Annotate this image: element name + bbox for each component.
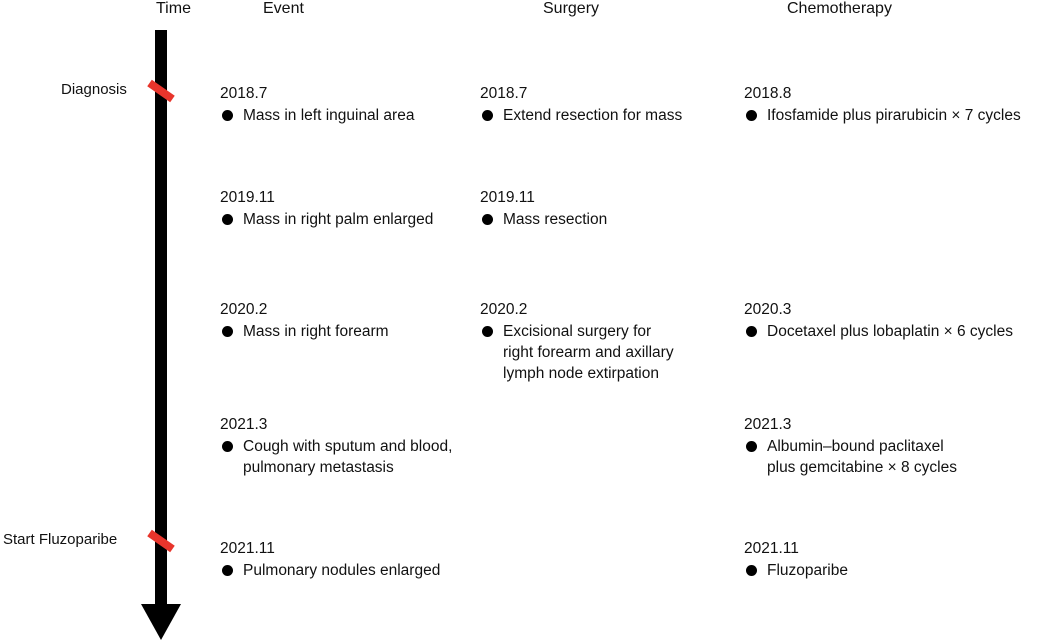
event-date: 2018.7 xyxy=(220,85,268,102)
bullet-icon xyxy=(222,326,233,337)
chemotherapy-entry: 2020.3 Docetaxel plus lobaplatin × 6 cyc… xyxy=(744,299,1013,342)
bullet-icon xyxy=(746,441,757,452)
event-text: Cough with sputum and blood,pulmonary me… xyxy=(243,438,453,476)
timeline-axis xyxy=(155,30,167,608)
header-surgery: Surgery xyxy=(543,0,600,17)
surgery-entry: 2019.11 Mass resection xyxy=(480,187,607,230)
bullet-icon xyxy=(482,326,493,337)
chemotherapy-entry: 2018.8 Ifosfamide plus pirarubicin × 7 c… xyxy=(744,83,1021,126)
surgery-date: 2019.11 xyxy=(480,189,535,206)
chemotherapy-date: 2021.11 xyxy=(744,540,799,557)
event-text: Mass in right forearm xyxy=(243,323,389,340)
bullet-icon xyxy=(222,441,233,452)
bullet-icon xyxy=(746,326,757,337)
chemotherapy-date: 2018.8 xyxy=(744,85,792,102)
surgery-text: Mass resection xyxy=(503,211,608,228)
surgery-date: 2018.7 xyxy=(480,85,528,102)
event-text: Mass in right palm enlarged xyxy=(243,211,434,228)
chemotherapy-text: Docetaxel plus lobaplatin × 6 cycles xyxy=(767,323,1013,340)
surgery-date: 2020.2 xyxy=(480,301,528,318)
bullet-icon xyxy=(222,214,233,225)
surgery-entry: 2018.7 Extend resection for mass xyxy=(480,83,682,126)
bullet-icon xyxy=(746,110,757,121)
surgery-text: Extend resection for mass xyxy=(503,107,683,124)
event-date: 2021.3 xyxy=(220,416,268,433)
chemotherapy-text: Fluzoparibe xyxy=(767,562,848,579)
event-text: Pulmonary nodules enlarged xyxy=(243,562,441,579)
chemotherapy-entry: 2021.11 Fluzoparibe xyxy=(744,538,848,581)
event-date: 2020.2 xyxy=(220,301,268,318)
event-entry: 2019.11 Mass in right palm enlarged xyxy=(220,187,433,230)
event-date: 2021.11 xyxy=(220,540,275,557)
event-entry: 2018.7 Mass in left inguinal area xyxy=(220,83,414,126)
start-fluzoparibe-label: Start Fluzoparibe xyxy=(3,531,118,548)
header-chemotherapy: Chemotherapy xyxy=(787,0,892,17)
bullet-icon xyxy=(482,110,493,121)
bullet-icon xyxy=(222,565,233,576)
event-date: 2019.11 xyxy=(220,189,275,206)
header-time: Time xyxy=(156,0,191,17)
event-text: Mass in left inguinal area xyxy=(243,107,415,124)
bullet-icon xyxy=(482,214,493,225)
bullet-icon xyxy=(746,565,757,576)
chemotherapy-text: Ifosfamide plus pirarubicin × 7 cycles xyxy=(767,107,1021,124)
diagnosis-label: Diagnosis xyxy=(61,81,127,98)
header-event: Event xyxy=(263,0,304,17)
chemotherapy-date: 2021.3 xyxy=(744,416,792,433)
event-entry: 2020.2 Mass in right forearm xyxy=(220,299,389,342)
timeline-arrowhead xyxy=(141,604,181,640)
event-entry: 2021.3 Cough with sputum and blood,pulmo… xyxy=(220,414,452,478)
chemotherapy-date: 2020.3 xyxy=(744,301,792,318)
bullet-icon xyxy=(222,110,233,121)
event-entry: 2021.11 Pulmonary nodules enlarged xyxy=(220,538,440,581)
